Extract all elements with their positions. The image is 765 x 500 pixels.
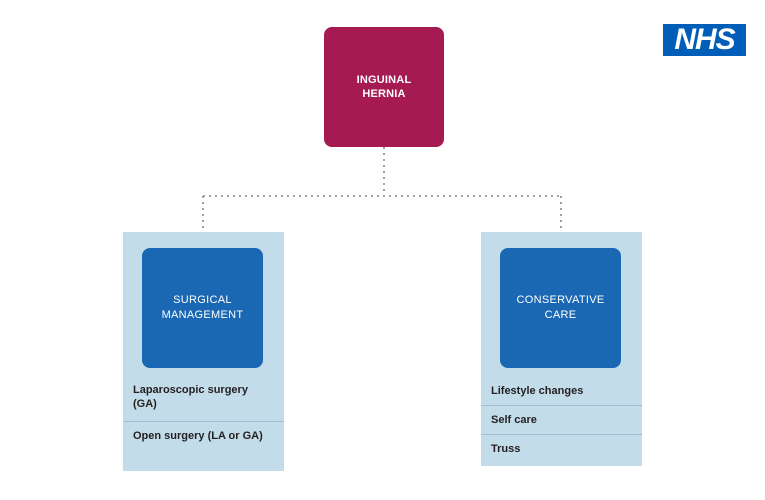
nhs-logo-text: NHS	[674, 23, 735, 56]
branch-panel-conservative: CONSERVATIVE CARE Lifestyle changes Self…	[481, 232, 642, 466]
option-list-surgical: Laparoscopic surgery (GA) Open surgery (…	[123, 376, 284, 466]
option-truss: Truss	[481, 434, 642, 463]
option-self-care: Self care	[481, 405, 642, 434]
branch-panel-surgical: SURGICAL MANAGEMENT Laparoscopic surgery…	[123, 232, 284, 471]
root-node-inguinal-hernia: INGUINAL HERNIA	[324, 27, 444, 147]
root-node-label: INGUINAL HERNIA	[356, 74, 412, 100]
option-lifestyle-changes: Lifestyle changes	[491, 384, 584, 397]
branch-node-surgical-management: SURGICAL MANAGEMENT	[142, 248, 263, 368]
nhs-logo: NHS	[663, 23, 746, 56]
option-open-surgery: Open surgery (LA or GA)	[123, 421, 284, 466]
branch-node-conservative-care: CONSERVATIVE CARE	[500, 248, 621, 368]
branch-node-label: SURGICAL MANAGEMENT	[161, 294, 244, 321]
option-laparoscopic-surgery: Laparoscopic surgery (GA)	[133, 384, 248, 410]
option-list-conservative: Lifestyle changes Self care Truss	[481, 376, 642, 463]
branch-node-label: CONSERVATIVE CARE	[516, 294, 605, 321]
